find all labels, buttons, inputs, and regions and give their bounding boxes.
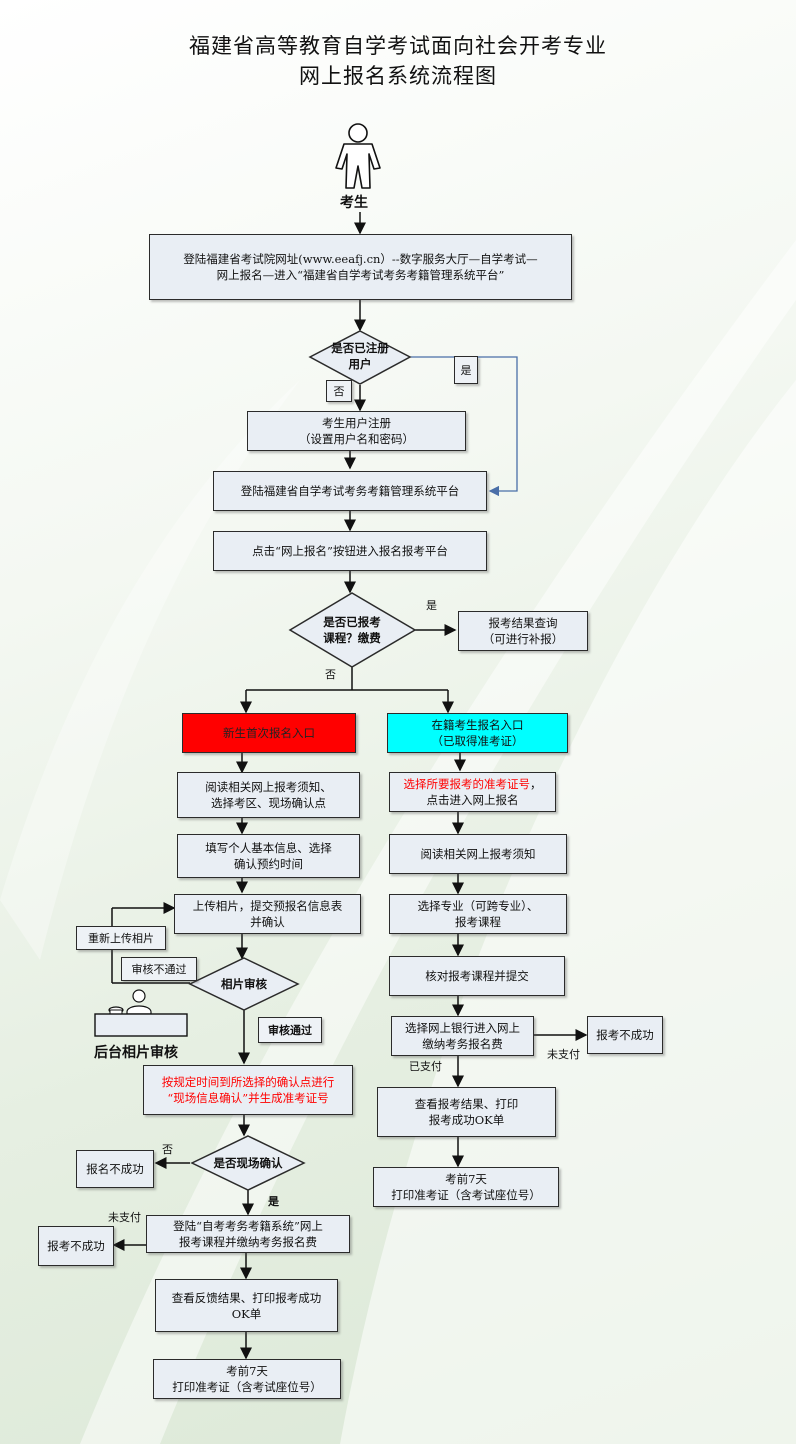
step-print-left: 考前7天 打印准考证（含考试座位号） <box>153 1359 341 1399</box>
page-title: 福建省高等教育自学考试面向社会开考专业 <box>189 34 607 58</box>
step-verify-submit: 核对报考课程并提交 <box>389 956 565 996</box>
decision-applied: 是否已报考 课程？缴费 <box>323 615 381 645</box>
step-bank-pay: 选择网上银行进入网上 缴纳考务报名费 <box>391 1016 534 1056</box>
label-review-fail: 审核不通过 <box>121 957 197 981</box>
decision-onsite-shape <box>190 1135 306 1191</box>
step-read-notice-new: 阅读相关网上报考须知、 选择考区、现场确认点 <box>177 772 360 818</box>
step-fail-register: 报名不成功 <box>76 1150 154 1188</box>
decision-registered-shape <box>308 330 412 385</box>
step-new-entry: 新生首次报名入口 <box>182 713 356 753</box>
label-no-registered: 否 <box>326 380 352 402</box>
label-no-onsite: 否 <box>162 1143 173 1156</box>
step-fail-right: 报考不成功 <box>587 1016 663 1054</box>
step-upload-photo: 上传相片，提交预报名信息表 并确认 <box>174 894 361 934</box>
operator-desk-icon <box>94 989 188 1037</box>
label-review-pass: 审核通过 <box>258 1017 322 1043</box>
label-backend-review: 后台相片审核 <box>94 1045 178 1061</box>
step-fill-info: 填写个人基本信息、选择 确认预约时间 <box>177 834 360 878</box>
label-unpaid-left: 未支付 <box>108 1211 141 1224</box>
label-no-applied: 否 <box>325 668 336 681</box>
step-print-right: 考前7天 打印准考证（含考试座位号） <box>373 1167 559 1207</box>
step-click-online: 点击“网上报名”按钮进入报名报考平台 <box>213 531 487 571</box>
step-login-site: 登陆福建省考试院网址(www.eeafj.cn）--数字服务大厅—自学考试— 网… <box>149 234 572 300</box>
decision-registered: 是否已注册 用户 <box>331 341 389 371</box>
actor-label: 考生 <box>340 195 368 211</box>
label-paid: 已支付 <box>409 1060 442 1073</box>
step-view-feedback: 查看反馈结果、打印报考成功 OK单 <box>155 1279 338 1332</box>
choose-ticket-rest: ， 点击进入网上报名 <box>426 777 542 807</box>
label-yes-onsite: 是 <box>268 1195 279 1208</box>
decision-applied-shape <box>288 592 417 668</box>
label-unpaid-right: 未支付 <box>547 1048 580 1061</box>
step-choose-major: 选择专业（可跨专业）、 报考课程 <box>389 894 567 934</box>
step-login-pay: 登陆“自考考务考籍系统”网上 报考课程并缴纳考务报名费 <box>146 1215 350 1253</box>
step-result-query: 报考结果查询 （可进行补报） <box>458 611 588 651</box>
step-login-platform: 登陆福建省自学考试考务考籍管理系统平台 <box>213 471 487 511</box>
step-fail-left: 报考不成功 <box>38 1226 114 1266</box>
label-yes-applied: 是 <box>426 599 437 612</box>
step-read-notice: 阅读相关网上报考须知 <box>389 834 567 874</box>
decision-onsite: 是否现场确认 <box>213 1156 283 1170</box>
step-view-result: 查看报考结果、打印 报考成功OK单 <box>377 1087 556 1137</box>
step-choose-ticket: 选择所要报考的准考证号， 点击进入网上报名 <box>389 772 556 812</box>
label-yes-registered: 是 <box>454 356 478 384</box>
label-reupload: 重新上传相片 <box>76 926 166 950</box>
person-icon <box>335 123 381 189</box>
step-enrolled-entry: 在籍考生报名入口 （已取得准考证） <box>387 713 568 753</box>
choose-ticket-highlight: 选择所要报考的准考证号 <box>403 777 531 791</box>
decision-photo-review-shape <box>188 957 300 1011</box>
step-onsite-confirm: 按规定时间到所选择的确认点进行 “现场信息确认”并生成准考证号 <box>143 1065 353 1115</box>
decision-photo-review: 相片审核 <box>221 977 267 991</box>
step-register: 考生用户注册 （设置用户名和密码） <box>247 411 466 451</box>
page-subtitle: 网上报名系统流程图 <box>299 64 497 88</box>
